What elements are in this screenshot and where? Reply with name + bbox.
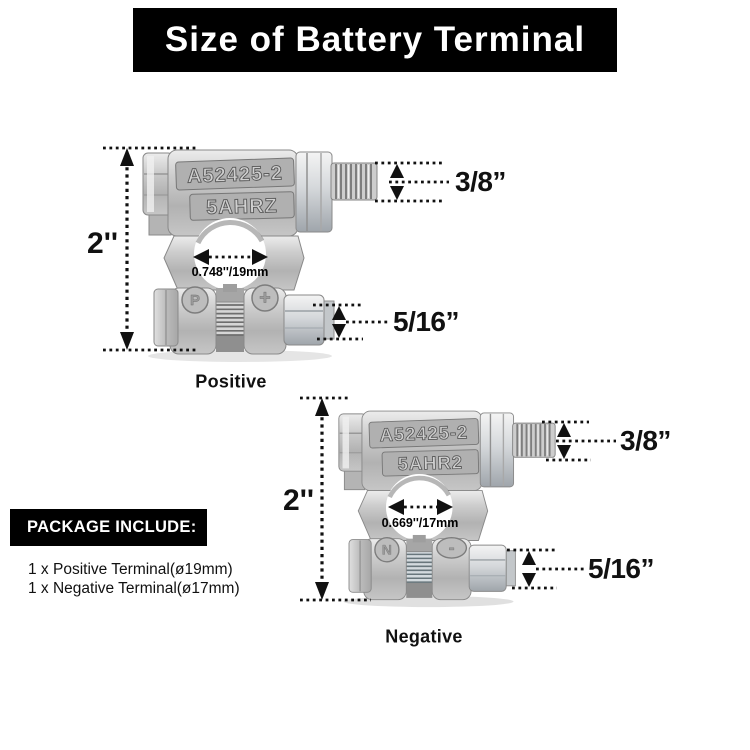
package-include-box: PACKAGE INCLUDE:	[10, 509, 207, 546]
clamp-jaws: P +	[169, 284, 287, 355]
polarity-stamp-left: P	[190, 292, 200, 309]
pos-stud-label: 3/8”	[455, 166, 506, 197]
bottom-left-bolt	[348, 539, 372, 593]
polarity-stamp-left: N	[382, 541, 392, 557]
clamp-screw	[404, 551, 435, 584]
neg-clamp-label: 5/16”	[588, 553, 655, 584]
page-title: Size of Battery Terminal	[164, 20, 586, 59]
pos-height-label: 2''	[87, 227, 118, 260]
negative-terminal-photo: A52425-2 5AHR2	[338, 410, 556, 608]
stamp-code: 5AHRZ	[206, 195, 278, 219]
left-bolt	[142, 152, 174, 236]
pos-hole-label: 0.748''/19mm	[191, 265, 269, 279]
positive-terminal-photo: A52425-2 5AHRZ	[142, 149, 378, 362]
package-item-negative: 1 x Negative Terminal(ø17mm)	[28, 579, 240, 597]
polarity-stamp-right: -	[449, 536, 455, 557]
threaded-stud	[330, 162, 378, 201]
stud-nut	[295, 151, 333, 233]
negative-caption: Negative	[385, 626, 463, 647]
clamp-jaws: N -	[363, 534, 472, 601]
stamp-model: A52425-2	[379, 421, 468, 445]
package-heading: PACKAGE INCLUDE:	[27, 518, 197, 536]
cable-hole	[385, 473, 453, 541]
stamp-code: 5AHR2	[398, 451, 464, 474]
bottom-left-bolt	[153, 288, 179, 347]
threaded-stud	[512, 422, 556, 458]
terminal-body: A52425-2 5AHRZ	[167, 149, 299, 237]
stud-nut	[479, 412, 515, 488]
pos-stud-dim	[375, 161, 449, 203]
stamp-model: A52425-2	[187, 162, 284, 187]
neg-stud-label: 3/8”	[620, 425, 671, 456]
neg-hole-label: 0.669''/17mm	[381, 516, 459, 530]
cable-hole	[194, 218, 266, 290]
terminal-body: A52425-2 5AHR2	[361, 410, 483, 492]
neg-height-label: 2''	[283, 484, 314, 517]
title-banner: Size of Battery Terminal	[133, 8, 617, 72]
package-item-positive: 1 x Positive Terminal(ø19mm)	[28, 561, 233, 578]
clamp-nut	[283, 294, 335, 346]
pos-clamp-label: 5/16”	[393, 306, 460, 337]
positive-caption: Positive	[195, 371, 267, 392]
clamp-nut	[468, 544, 516, 592]
polarity-stamp-right: +	[259, 287, 271, 309]
left-bolt	[338, 413, 368, 491]
clamp-screw	[213, 301, 247, 337]
